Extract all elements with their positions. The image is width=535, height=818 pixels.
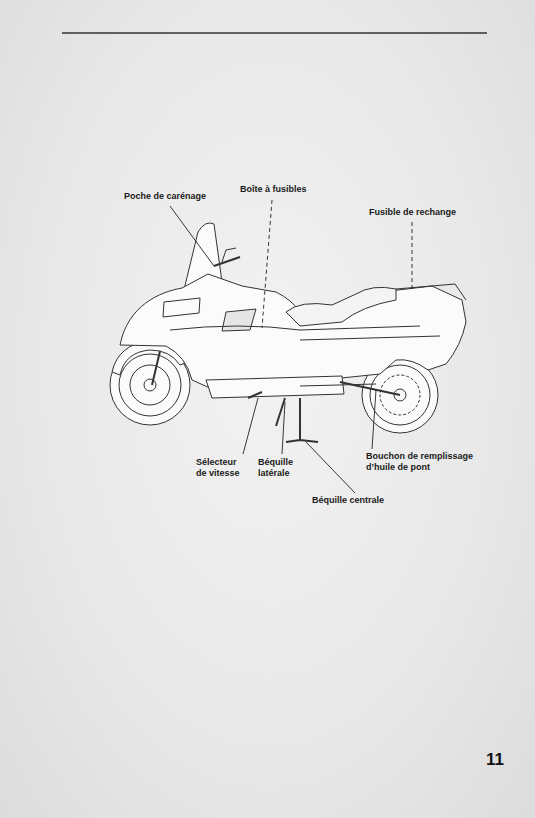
part-label: Béquille latérale bbox=[258, 457, 302, 479]
part-label: Béquille centrale bbox=[312, 495, 412, 506]
leader-lines bbox=[170, 200, 412, 493]
motorcycle bbox=[110, 223, 466, 442]
part-label: Fusible de rechange bbox=[369, 207, 484, 218]
part-label: Boîte à fusibles bbox=[240, 184, 340, 195]
part-label: Bouchon de remplissage d’huile de pont bbox=[366, 451, 488, 473]
page-number: 11 bbox=[486, 750, 526, 770]
part-label: Poche de carénage bbox=[124, 191, 234, 202]
part-label: Sélecteur de vitesse bbox=[196, 457, 248, 479]
top-rule bbox=[62, 32, 487, 33]
